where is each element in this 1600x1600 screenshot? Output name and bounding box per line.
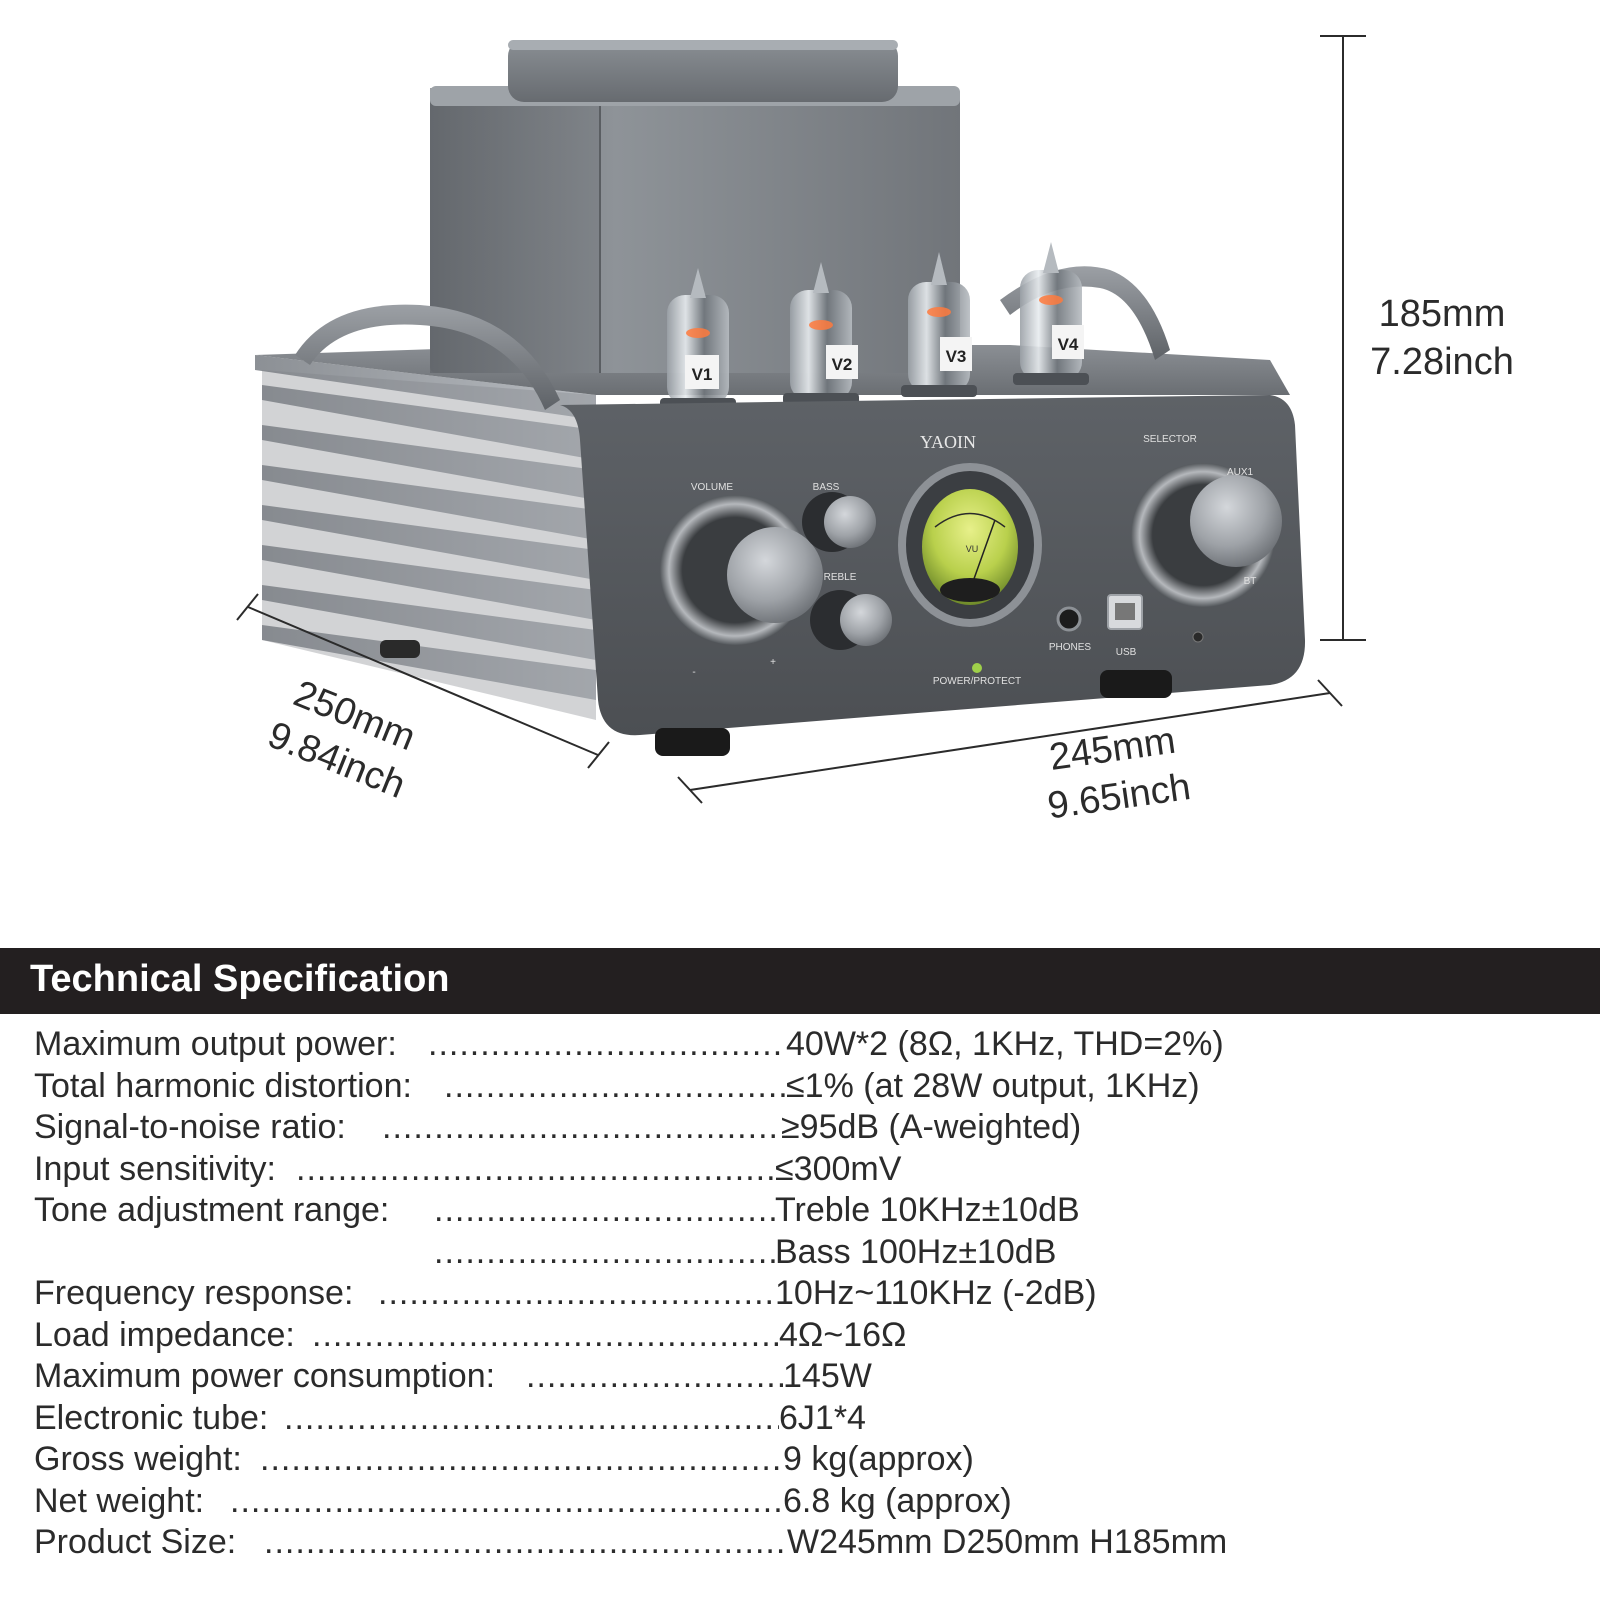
volume-label: VOLUME (691, 482, 734, 493)
volume-plus-label: + (770, 657, 776, 668)
spec-row: Total harmonic distortion:..............… (34, 1066, 1574, 1108)
volume-minus-label: - (692, 667, 695, 678)
tube-label-v3: V3 (946, 347, 967, 366)
spec-row: Frequency response:.....................… (34, 1273, 1574, 1315)
spec-value: Bass 100Hz±10dB (775, 1232, 1057, 1271)
spec-row: Load impedance:.........................… (34, 1315, 1574, 1357)
height-inch: 7.28inch (1370, 341, 1514, 383)
spec-value: ≤1% (at 28W output, 1KHz) (786, 1066, 1200, 1105)
amplifier-illustration: V1 V2 V3 V4 (236, 35, 1366, 804)
spec-dot-leader: ........................................… (428, 1025, 786, 1063)
spec-dot-leader: ........................................… (382, 1108, 781, 1146)
selector-knob[interactable] (1131, 463, 1282, 607)
bluetooth-indicator (1192, 631, 1204, 643)
spec-dot-leader: ........................................… (526, 1357, 783, 1395)
spec-label: Total harmonic distortion: (34, 1066, 412, 1105)
spec-label: Tone adjustment range: (34, 1191, 390, 1229)
spec-value: 10Hz~110KHz (-2dB) (775, 1274, 1097, 1312)
depth-dimension-line (236, 593, 610, 769)
vu-meter: VU (898, 463, 1042, 627)
spec-row: Input sensitivity:......................… (34, 1149, 1574, 1191)
tube-v2: V2 (783, 262, 859, 405)
phones-label: PHONES (1049, 642, 1092, 653)
spec-dot-leader: ........................................… (378, 1274, 775, 1312)
handle-left (295, 304, 560, 410)
usb-label: USB (1116, 647, 1137, 658)
spec-row: Tone adjustment range: .................… (34, 1190, 1574, 1232)
power-protect-label: POWER/PROTECT (933, 676, 1021, 687)
brand-logo: YAOIN (920, 432, 976, 452)
spec-value: 145W (783, 1357, 872, 1395)
selector-label: SELECTOR (1143, 434, 1197, 445)
height-dimension-line (1320, 35, 1366, 641)
bass-label: BASS (813, 482, 840, 493)
spec-dot-leader: ........................................… (284, 1398, 779, 1437)
tube-v3: V3 (901, 252, 977, 397)
spec-row: Signal-to-noise ratio: .................… (34, 1107, 1574, 1149)
spec-row: ........................................… (34, 1232, 1574, 1274)
aux1-label: AUX1 (1227, 467, 1254, 478)
vacuum-tubes: V1 V2 V3 V4 (660, 242, 1089, 410)
spec-value: 4Ω~16Ω (779, 1315, 907, 1354)
spec-dot-leader: ........................................… (444, 1066, 786, 1105)
spec-row: Maximum power consumption:..............… (34, 1356, 1574, 1398)
tube-label-v4: V4 (1058, 335, 1079, 354)
spec-title: Technical Specification (30, 958, 450, 1000)
spec-dot-leader: ........................................… (260, 1440, 783, 1478)
spec-label: Signal-to-noise ratio: (34, 1108, 346, 1146)
spec-row: Gross weight:...........................… (34, 1439, 1574, 1481)
spec-label: Gross weight: (34, 1440, 242, 1478)
spec-value: Treble 10KHz±10dB (775, 1191, 1080, 1229)
spec-dot-leader: ........................................… (296, 1149, 775, 1188)
treble-label: REBLE (824, 572, 857, 583)
bass-knob[interactable] (802, 492, 876, 552)
treble-knob[interactable] (810, 590, 892, 650)
foot-back-left (380, 640, 420, 658)
foot-front-right (1100, 670, 1172, 698)
spec-value: ≤300mV (775, 1149, 902, 1188)
phones-jack[interactable] (1056, 606, 1082, 632)
bt-label: BT (1244, 576, 1257, 587)
spec-list: Maximum output power:...................… (34, 1024, 1574, 1564)
spec-label: Input sensitivity: (34, 1149, 276, 1188)
spec-value: W245mm D250mm H185mm (787, 1523, 1228, 1561)
spec-label: Load impedance: (34, 1315, 295, 1354)
spec-row: Maximum output power:...................… (34, 1024, 1574, 1066)
spec-dot-leader: ........................................… (434, 1232, 775, 1271)
height-dimension-text: 185mm 7.28inch (1362, 290, 1522, 386)
spec-row: Product Size: ..........................… (34, 1522, 1574, 1564)
spec-label: Net weight: (34, 1481, 205, 1520)
heatsink-fins (255, 355, 596, 720)
spec-label: Electronic tube: (34, 1398, 269, 1437)
spec-value: 40W*2 (8Ω, 1KHz, THD=2%) (786, 1025, 1224, 1063)
spec-dot-leader: ........................................… (264, 1523, 787, 1561)
tube-v4: V4 (1013, 242, 1089, 385)
spec-label: Product Size: (34, 1523, 237, 1561)
power-led (972, 663, 982, 673)
spec-row: Electronic tube:........................… (34, 1398, 1574, 1440)
tube-label-v2: V2 (832, 355, 853, 374)
spec-value: 6.8 kg (approx) (783, 1481, 1012, 1520)
spec-dot-leader: ........................................… (434, 1191, 775, 1229)
foot-front-left (655, 728, 730, 756)
spec-header-bar: Technical Specification (0, 948, 1600, 1014)
tube-label-v1: V1 (692, 365, 713, 384)
spec-label: Frequency response: (34, 1274, 354, 1312)
spec-dot-leader: ........................................… (312, 1315, 779, 1354)
spec-value: 6J1*4 (779, 1398, 866, 1437)
volume-knob[interactable] (660, 495, 823, 645)
spec-label: Maximum power consumption: (34, 1357, 496, 1395)
vu-label: VU (966, 544, 979, 554)
spec-row: Net weight: ............................… (34, 1481, 1574, 1523)
height-mm: 185mm (1378, 293, 1506, 335)
spec-dot-leader: ........................................… (230, 1481, 783, 1520)
spec-value: ≥95dB (A-weighted) (781, 1108, 1082, 1146)
spec-label: Maximum output power: (34, 1025, 397, 1063)
width-dimension-line (677, 679, 1343, 804)
spec-value: 9 kg(approx) (783, 1440, 974, 1478)
